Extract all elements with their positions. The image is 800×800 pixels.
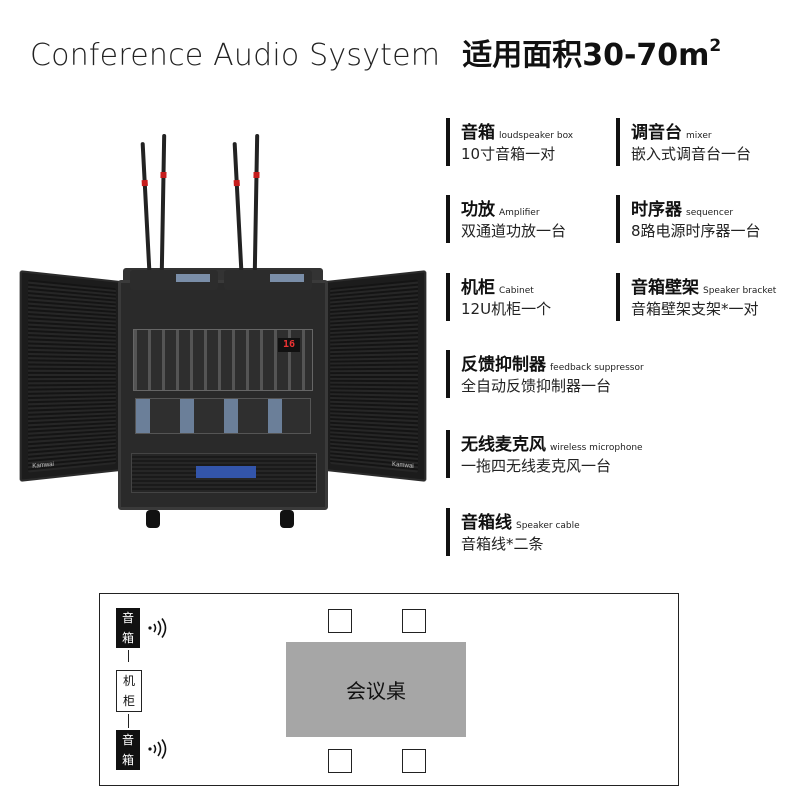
spec-description: 音箱线*二条: [461, 533, 580, 554]
microphone-gooseneck: [141, 142, 152, 272]
spec-name: 音箱: [461, 118, 495, 143]
sound-wave-icon: [147, 739, 171, 759]
spec-name: 音箱壁架: [631, 273, 699, 298]
wireless-receiver-unit: [135, 398, 311, 434]
spec-name-english: Cabinet: [499, 286, 534, 296]
microphone-gooseneck: [233, 142, 244, 272]
spec-item-mixer: 调音台 mixer 嵌入式调音台一台: [616, 118, 751, 166]
spec-description: 音箱壁架支架*一对: [631, 298, 776, 319]
spec-description: 10寸音箱一对: [461, 143, 573, 164]
spec-item-amplifier: 功放 Amplifier 双通道功放一台: [446, 195, 566, 243]
spec-item-speaker-bracket: 音箱壁架 Speaker bracket 音箱壁架支架*一对: [616, 273, 776, 321]
product-image: Kamwai Kamwai 16: [18, 130, 428, 530]
connector-line: [128, 650, 129, 662]
spec-item-loudspeaker: 音箱 loudspeaker box 10寸音箱一对: [446, 118, 573, 166]
rack-wheel: [280, 510, 294, 528]
sound-wave-icon: [147, 618, 171, 638]
right-speaker: Kamwai: [323, 270, 426, 482]
spec-item-cabinet: 机柜 Cabinet 12U机柜一个: [446, 273, 551, 321]
spec-description: 8路电源时序器一台: [631, 220, 761, 241]
title-chinese: 适用面积30-70m2: [462, 30, 721, 74]
spec-item-sequencer: 时序器 sequencer 8路电源时序器一台: [616, 195, 761, 243]
speaker-brand-label: Kamwai: [32, 462, 54, 470]
cabinet-char-2: 柜: [117, 691, 141, 711]
speaker-top-char-2: 箱: [116, 628, 140, 648]
spec-name: 反馈抑制器: [461, 350, 546, 375]
spec-name-english: Speaker bracket: [703, 286, 776, 296]
microphone-gooseneck: [253, 134, 259, 272]
spec-name-english: sequencer: [686, 208, 733, 218]
spec-name-english: loudspeaker box: [499, 131, 573, 141]
spec-item-wireless-microphone: 无线麦克风 wireless microphone 一拖四无线麦克风一台: [446, 430, 643, 478]
chair: [402, 609, 426, 633]
spec-description: 一拖四无线麦克风一台: [461, 455, 643, 476]
spec-name: 机柜: [461, 273, 495, 298]
spec-description: 双通道功放一台: [461, 220, 566, 241]
spec-name: 功放: [461, 195, 495, 220]
spec-name: 音箱线: [461, 508, 512, 533]
microphone-gooseneck: [160, 134, 166, 272]
spec-name-english: Amplifier: [499, 208, 540, 218]
spec-name: 无线麦克风: [461, 430, 546, 455]
chair: [402, 749, 426, 773]
speaker-bottom-box: 音 箱: [116, 730, 140, 770]
conference-table: 会议桌: [286, 642, 466, 737]
spec-item-speaker-cable: 音箱线 Speaker cable 音箱线*二条: [446, 508, 580, 556]
title-superscript: 2: [709, 36, 721, 56]
microphone-base: [224, 270, 312, 290]
speaker-top-char-1: 音: [116, 608, 140, 628]
spec-description: 12U机柜一个: [461, 298, 551, 319]
rack-wheel: [146, 510, 160, 528]
spec-name-english: Speaker cable: [516, 521, 580, 531]
spec-item-feedback-suppressor: 反馈抑制器 feedback suppressor 全自动反馈抑制器一台: [446, 350, 644, 398]
page-header: Conference Audio Sysytem 适用面积30-70m2: [30, 30, 721, 74]
spec-description: 全自动反馈抑制器一台: [461, 375, 644, 396]
title-chinese-text: 适用面积30-70m: [462, 38, 709, 73]
equipment-rack: 16: [118, 280, 328, 510]
spec-name: 调音台: [631, 118, 682, 143]
spec-name-english: feedback suppressor: [550, 363, 644, 373]
speaker-bottom-char-2: 箱: [116, 750, 140, 770]
connector-line: [128, 714, 129, 728]
spec-description: 嵌入式调音台一台: [631, 143, 751, 164]
microphone-base: [130, 270, 218, 290]
speaker-brand-label: Kamwai: [392, 462, 414, 470]
room-layout-diagram: 音 箱 机 柜 音 箱 会议桌: [99, 593, 679, 786]
mixer-unit: 16: [133, 329, 313, 391]
microphone-screen: [270, 274, 304, 282]
spec-name-english: wireless microphone: [550, 443, 643, 453]
spec-name-english: mixer: [686, 131, 712, 141]
left-speaker: Kamwai: [20, 270, 123, 482]
mixer-display: 16: [278, 338, 300, 352]
speaker-top-box: 音 箱: [116, 608, 140, 648]
microphone-screen: [176, 274, 210, 282]
cabinet-char-1: 机: [117, 671, 141, 691]
speaker-bottom-char-1: 音: [116, 730, 140, 750]
amplifier-badge: [196, 466, 256, 478]
chair: [328, 749, 352, 773]
spec-name: 时序器: [631, 195, 682, 220]
cabinet-box: 机 柜: [116, 670, 142, 712]
title-english: Conference Audio Sysytem: [30, 38, 440, 73]
amplifier-unit: [131, 453, 317, 493]
chair: [328, 609, 352, 633]
